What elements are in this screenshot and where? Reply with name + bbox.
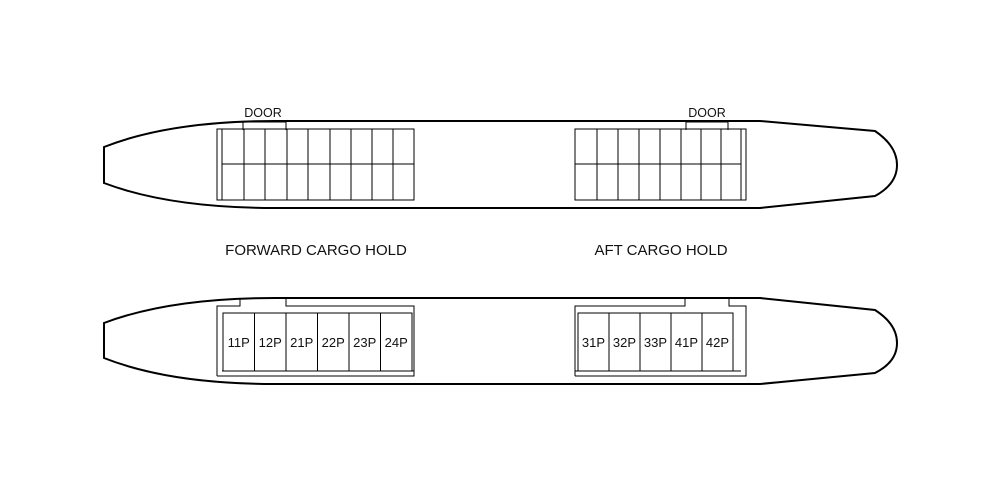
forward-hold-title: FORWARD CARGO HOLD [225,242,407,259]
aft-hold-frame-left [574,299,686,376]
forward-hold-grid [216,121,415,201]
forward-hold-frame-right [217,299,415,377]
aft-door-frame [685,121,729,130]
forward-hold-frame-left [216,299,241,376]
pallet-position-label: 24P [385,335,408,350]
fuselage-top-outline [103,120,899,209]
fuselage-bottom: 11P 12P 21P 22P 23P 24P 31P 32P 33P 41P 42P [103,297,899,385]
aft-hold-frame-right [575,299,747,377]
fuselage-bottom-outline [103,297,899,385]
forward-door-frame [242,121,287,130]
pallet-position-label: 11P [228,335,250,350]
pallet-position-box [380,312,413,372]
aft-pallet-positions: 31P 32P 33P 41P 42P [577,312,734,372]
pallet-position-label: 33P [644,335,667,350]
aft-door-label: DOOR [688,106,726,120]
pallet-position-label: 22P [322,335,345,350]
pallet-position-box [701,312,734,372]
pallet-position-label: 41P [675,335,698,350]
pallet-position-label: 21P [290,335,313,350]
forward-door-label: DOOR [244,106,282,120]
forward-pallet-positions: 11P 12P 21P 22P 23P 24P [222,312,413,372]
pallet-position-label: 42P [706,335,729,350]
aft-pallet-hold: 31P 32P 33P 41P 42P [574,299,747,377]
pallet-position-label: 12P [259,335,282,350]
aft-hold-grid [574,121,747,201]
fuselage-top: DOOR DOOR [103,106,899,209]
pallet-position-label: 23P [353,335,376,350]
pallet-position-label: 31P [582,335,605,350]
pallet-position-label: 32P [613,335,636,350]
aft-hold-title: AFT CARGO HOLD [594,242,727,259]
forward-pallet-hold: 11P 12P 21P 22P 23P 24P [216,299,415,377]
